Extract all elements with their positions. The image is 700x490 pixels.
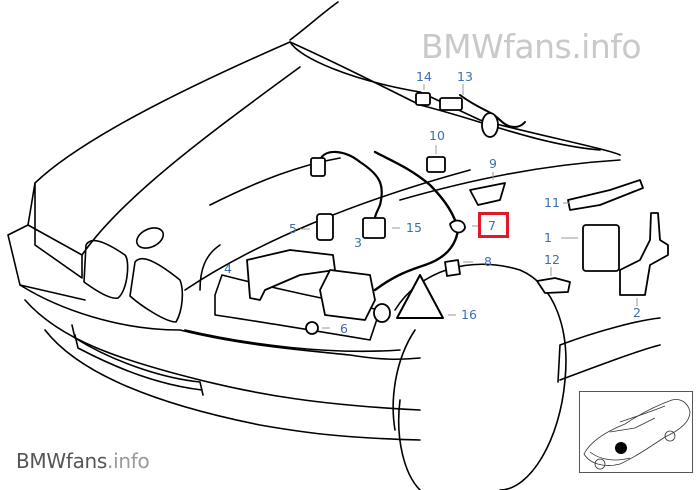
part-14-relay — [415, 92, 431, 106]
front-corner — [7, 224, 86, 301]
grille-right — [129, 257, 184, 323]
bumper-top — [19, 284, 421, 361]
part-12-connector — [536, 277, 571, 294]
callout-8[interactable]: 8 — [484, 254, 492, 269]
part-13-connector — [439, 97, 463, 111]
part-8-clip — [444, 259, 461, 277]
part-9-bracket — [469, 182, 506, 206]
fender-line — [399, 159, 621, 201]
apron-line — [184, 244, 401, 353]
part-7-grommet — [449, 219, 466, 234]
part-harness-plug — [310, 157, 326, 177]
callout-5[interactable]: 5 — [289, 221, 297, 236]
bumper-slot-1 — [71, 324, 204, 396]
part-3-nozzle — [373, 303, 391, 323]
hood-crease — [81, 66, 301, 256]
windshield-edge — [289, 1, 339, 41]
bumper-lower — [24, 299, 421, 411]
callout-4[interactable]: 4 — [224, 261, 232, 276]
headlight-block — [27, 182, 83, 279]
callout-15[interactable]: 15 — [406, 220, 422, 235]
callout-12[interactable]: 12 — [544, 252, 560, 267]
part-6-nut — [305, 321, 319, 335]
part-15-connector — [362, 217, 386, 239]
callout-7[interactable]: 7 — [488, 218, 496, 233]
part-16-warning-label — [396, 274, 444, 319]
callout-16[interactable]: 16 — [461, 307, 477, 322]
callout-6[interactable]: 6 — [340, 321, 348, 336]
callout-14[interactable]: 14 — [416, 69, 432, 84]
callout-9[interactable]: 9 — [489, 156, 497, 171]
bumper-bottom — [44, 329, 421, 441]
harness-cable — [318, 150, 383, 220]
hood-mid-line — [209, 157, 341, 206]
part-2-bracket — [619, 212, 669, 296]
callout-10[interactable]: 10 — [429, 128, 445, 143]
part-10-relay — [426, 156, 446, 173]
watermark-bottom: BMWfans.info — [16, 449, 150, 473]
part-5-clip — [316, 213, 334, 241]
location-marker — [615, 442, 627, 454]
watermark-brand: BMWfans — [16, 449, 108, 473]
car-overview-icon — [583, 399, 691, 470]
part-4-bracket — [246, 249, 336, 301]
hood-upper-line — [34, 41, 421, 184]
watermark-ext: .info — [107, 449, 150, 473]
bumper-slot-2 — [74, 334, 203, 391]
highlight-box-part-7 — [478, 212, 509, 238]
part-3-sensor — [319, 269, 376, 321]
part-1-control-unit — [582, 224, 620, 272]
bmw-emblem — [135, 227, 165, 249]
callout-1[interactable]: 1 — [544, 230, 552, 245]
location-inset — [579, 391, 693, 473]
wheel-inner — [397, 399, 421, 490]
watermark-top: BMWfans.info — [421, 27, 642, 66]
callout-11[interactable]: 11 — [544, 195, 560, 210]
part-11-connector — [567, 179, 644, 211]
switch-cable — [459, 94, 526, 128]
callout-13[interactable]: 13 — [457, 69, 473, 84]
callout-2[interactable]: 2 — [633, 305, 641, 320]
grille-left — [83, 239, 129, 300]
side-skirt — [557, 317, 661, 383]
wheel-side — [392, 329, 416, 431]
part-13-grommet — [481, 112, 499, 138]
callout-3[interactable]: 3 — [354, 235, 362, 250]
